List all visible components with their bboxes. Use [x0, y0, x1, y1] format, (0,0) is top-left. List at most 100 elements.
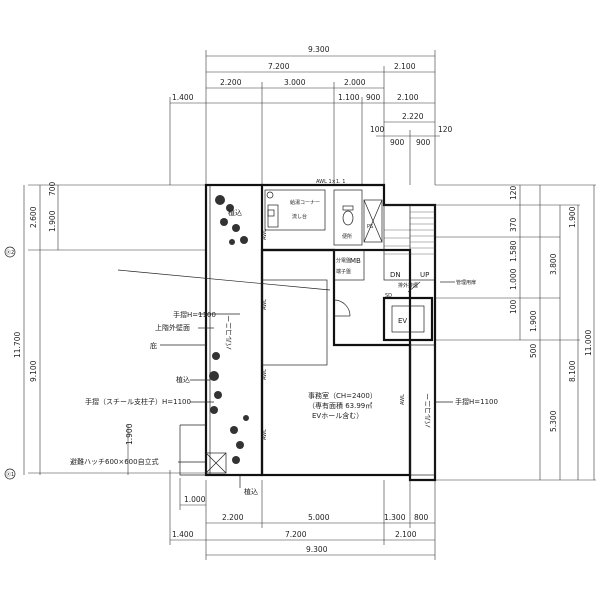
label-balcony-left: バルコニー	[225, 315, 233, 350]
dim-bottom-c: 5.000	[308, 513, 330, 522]
label-eave: 庇	[150, 341, 157, 350]
label-planting-bottom: 植込	[244, 487, 258, 496]
label-office: 事務室（CH=2400）	[308, 391, 377, 400]
label-ps: PS	[367, 224, 373, 230]
dim-top-e: 2.000	[344, 78, 366, 87]
dim-top-b: 2.100	[394, 62, 416, 71]
label-exhaust-duct: 排外排煙	[398, 282, 418, 289]
label-up: UP	[420, 271, 429, 279]
label-balcony-right: バルコニー	[424, 393, 432, 428]
dim-top-i: 2.100	[397, 93, 419, 102]
dim-top-g: 1.100	[338, 93, 360, 102]
office-room	[260, 248, 412, 477]
dim-bottom-e: 800	[414, 513, 429, 522]
dim-right-c: 1.580	[509, 240, 518, 262]
label-steel-handrail: 手摺（スチール支柱子）H=1100	[85, 397, 191, 406]
label-ev: EV	[398, 317, 407, 325]
dim-bottom-total: 9.300	[306, 545, 328, 554]
label-dn: DN	[390, 271, 401, 279]
dim-top-d: 3.000	[284, 78, 306, 87]
balcony-right-area	[409, 344, 436, 476]
dim-bottom-g: 7.200	[285, 530, 307, 539]
label-mb: MB	[350, 257, 361, 265]
dim-top-n: 120	[438, 125, 453, 134]
dim-top-m: 900	[416, 138, 431, 147]
label-awl-1: AWL	[262, 229, 268, 240]
top-dimensions: 9.300 7.200 2.100 2.200 3.000 2.000 1.40…	[169, 45, 453, 185]
axis-top-label: Ⓧ2	[6, 249, 14, 256]
dim-right-b: 370	[509, 217, 518, 232]
dim-top-f: 1.400	[172, 93, 194, 102]
dim-left-b: 1.900	[48, 210, 57, 232]
dim-bottom-h: 2.100	[395, 530, 417, 539]
label-mb-side-b: 端子盤	[336, 268, 351, 275]
label-upper-exterior-wall: 上階外壁面	[155, 323, 190, 332]
door-swing	[333, 299, 351, 317]
label-planting-top: 植込	[228, 208, 242, 217]
dim-right-i: 500	[529, 343, 538, 358]
label-hot-water-corner: 給湯コーナー	[290, 199, 320, 206]
label-awl-5: AWL	[400, 394, 406, 405]
dim-right-g: 3.800	[549, 253, 558, 275]
dim-left-e: 9.100	[29, 360, 38, 382]
toilet-room	[333, 189, 363, 246]
dim-right-d: 1.000	[509, 268, 518, 290]
label-office-note: EVホール含む）	[312, 411, 363, 420]
planting-shapes	[209, 195, 249, 464]
ps-shaft	[363, 199, 383, 243]
left-dimensions: 2.600 1.900 700 11.700 9.100 1.900	[13, 181, 206, 475]
dim-right-k: 8.100	[568, 360, 577, 382]
dim-right-l: 11.000	[584, 330, 593, 356]
label-awl-3: AWL	[262, 369, 268, 380]
label-management-duct: 管理用扉	[456, 279, 476, 286]
elevator-shaft	[382, 296, 434, 342]
hot-water-corner	[264, 189, 326, 231]
axis-markers: Ⓧ2 Ⓧ1	[4, 246, 16, 480]
dim-top-total: 9.300	[308, 45, 330, 54]
label-sink: 流し台	[292, 213, 307, 220]
dim-right-h: 1.900	[568, 206, 577, 228]
right-dimensions: 120 370 1.580 1.000 100 1.900 3.800 1.90…	[435, 184, 596, 481]
dim-top-j: 2.220	[402, 112, 424, 121]
dim-right-f: 1.900	[529, 310, 538, 332]
dim-bottom-f: 1.400	[172, 530, 194, 539]
dim-bottom-d: 1.300	[384, 513, 406, 522]
building	[179, 183, 437, 482]
label-awl-4: AWL	[262, 429, 268, 440]
dim-top-k: 100	[370, 125, 385, 134]
stair-treads	[384, 205, 435, 262]
label-handrail-right: 手摺H=1100	[455, 397, 498, 406]
dim-left-a: 2.600	[29, 206, 38, 228]
label-handrail-left: 手摺H=1100	[173, 310, 216, 319]
leader-lines	[117, 269, 455, 488]
labels: 植込 手摺H=1100 上階外壁面 庇 植込 手摺（スチール支柱子）H=1100…	[70, 179, 498, 496]
label-evacuation-hatch: 避難ハッチ600×600自立式	[70, 457, 159, 466]
dim-right-e: 100	[509, 299, 518, 314]
label-office-area: （専有面積 63.99㎡	[308, 401, 372, 410]
eave-outline	[261, 279, 328, 366]
stair	[383, 204, 436, 281]
bottom-dimensions: 1.000 2.200 5.000 1.300 800 1.400 7.200 …	[169, 470, 436, 560]
axis-bottom-label: Ⓧ1	[6, 471, 14, 478]
dim-left-d: 11.700	[13, 332, 22, 358]
dim-top-l: 900	[390, 138, 405, 147]
label-sd: SD	[385, 293, 392, 299]
dim-right-a: 120	[509, 185, 518, 200]
label-toilet: 便所	[342, 233, 352, 240]
dim-left-c: 700	[48, 181, 57, 196]
label-awl-top: AWL 1×1. 1	[316, 179, 345, 185]
dim-bottom-a: 1.000	[184, 495, 206, 504]
dim-bottom-b: 2.200	[222, 513, 244, 522]
dim-right-j: 5.300	[549, 410, 558, 432]
evacuation-hatch	[205, 452, 227, 474]
label-mb-side-a: 分電盤	[336, 257, 351, 264]
dim-left-f: 1.900	[125, 423, 134, 445]
label-awl-2: AWL	[262, 299, 268, 310]
dim-top-c: 2.200	[220, 78, 242, 87]
mb-room	[333, 249, 365, 281]
dim-top-h: 900	[366, 93, 381, 102]
core-outline	[262, 183, 437, 482]
label-planting-mid: 植込	[176, 375, 190, 384]
dim-top-a: 7.200	[268, 62, 290, 71]
